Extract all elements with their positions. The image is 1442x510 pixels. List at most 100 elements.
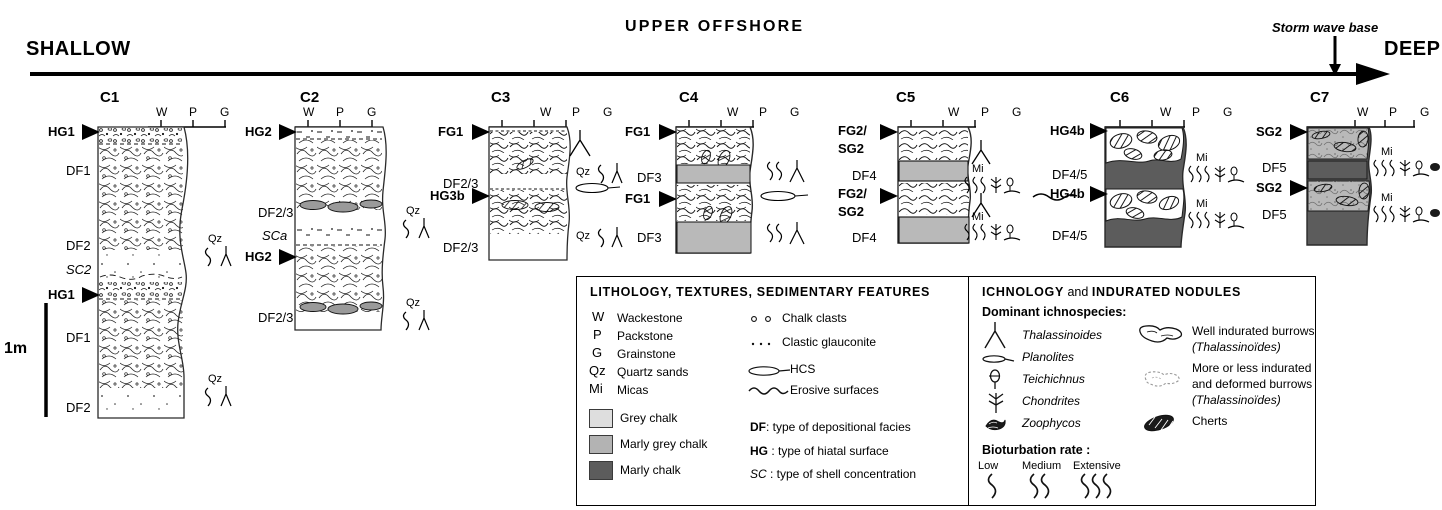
- shallow-deep-gradient-arrow: [30, 63, 1390, 85]
- log-title-c1: C1: [100, 89, 120, 106]
- legend-ichnology-title: ICHNOLOGY and INDURATED NODULES: [982, 285, 1241, 299]
- legend-abbr-code-0: W: [592, 309, 605, 324]
- scale-bar-label: 1m: [4, 340, 28, 357]
- hiatal-marker-c5-top: [880, 124, 898, 140]
- log-column-c2: [294, 126, 387, 331]
- log-label-c7-sg2-top: SG2: [1256, 124, 1283, 139]
- zoophycos-icon: [985, 419, 1006, 431]
- annotation-icons-c4-1: [766, 160, 805, 183]
- log-label-c2-sca: SCa: [262, 228, 288, 243]
- legend-swatch-marly-chalk: [589, 461, 613, 480]
- annotation-icons-c5-2: [964, 223, 1021, 241]
- log-label-c6-df45-top: DF4/5: [1052, 167, 1088, 182]
- legend-ichnology-title-b: INDURATED NODULES: [1091, 285, 1241, 299]
- legend-nodule-label-0-line0: Well indurated burrows: [1192, 324, 1315, 338]
- upper-offshore-label: UPPER OFFSHORE: [625, 18, 805, 35]
- log-label-c5-fg2-top: FG2/: [838, 123, 867, 138]
- legend-swatch-label-marly-chalk: Marly chalk: [620, 463, 681, 477]
- scale-letter-g-c1: G: [220, 105, 230, 119]
- annotation-icon-c5-thal-1: [971, 140, 991, 165]
- annotation-icons-c1-2: [204, 386, 232, 407]
- log-title-c2: C2: [300, 89, 320, 106]
- log-label-c6-hg4b-top: HG4b: [1050, 123, 1085, 138]
- scale-letter-w-c6: W: [1160, 105, 1172, 119]
- log-label-c2-hg2-bot: HG2: [245, 249, 272, 264]
- log-label-c7-df5-bot: DF5: [1262, 207, 1287, 222]
- scale-letter-g-c4: G: [790, 105, 800, 119]
- legend-nodule-label-1-line1: and deformed burrows: [1192, 377, 1313, 391]
- scale-letter-g-c2: G: [367, 105, 377, 119]
- log-column-c1: [97, 126, 189, 419]
- annotation-c2-qz-2: Qz: [406, 297, 421, 309]
- log-label-c1-df1-bot: DF1: [66, 330, 91, 345]
- scale-letter-w-c2: W: [303, 105, 315, 119]
- log-label-c4-fg1-top: FG1: [625, 124, 651, 139]
- annotation-icon-c5-erosive: [1032, 193, 1078, 201]
- annotation-icons-c2-1: [402, 218, 430, 239]
- deep-label: DEEP: [1384, 38, 1441, 60]
- log-label-c1-df2-bot: DF2: [66, 400, 91, 415]
- log-label-c5-df4-top: DF4: [852, 168, 877, 183]
- scale-letter-w-c5: W: [948, 105, 960, 119]
- legend-nodule-label-2-line0: Cherts: [1192, 414, 1228, 428]
- scale-letter-p-c1: P: [189, 105, 198, 119]
- hiatal-marker-c3-top: [472, 124, 490, 140]
- teichichnus-icon: [989, 369, 1001, 389]
- hiatal-marker-c6-top: [1090, 123, 1108, 139]
- legend-lithology-panel: [576, 276, 970, 506]
- hiatal-marker-c4-bot: [659, 191, 677, 207]
- legend-bioturb-label-medium: Medium: [1022, 460, 1062, 472]
- scale-letter-g-c3: G: [603, 105, 613, 119]
- legend-bioturb-label-extensive: Extensive: [1073, 460, 1121, 472]
- legend-code-sc-prefix: SC: [750, 467, 767, 481]
- scale-letter-g-c7: G: [1420, 105, 1430, 119]
- texture-scale-c3: [489, 120, 567, 128]
- annotation-icon-c4-hcs: [760, 190, 809, 202]
- texture-scale-c5: [898, 120, 976, 128]
- chondrites-icon: [988, 393, 1004, 413]
- legend-nodule-label-1-line2: (Thalassinoïdes): [1192, 393, 1281, 407]
- log-label-c3-hg3b: HG3b: [430, 188, 465, 203]
- legend-code-hg: HG : type of hiatal surface: [750, 444, 889, 458]
- scale-letter-p-c5: P: [981, 105, 990, 119]
- legend-ichno-label-1: Planolites: [1022, 350, 1075, 364]
- hiatal-marker-c5-bot: [880, 188, 898, 204]
- scale-letter-w-c1: W: [156, 105, 168, 119]
- thalassinoides-icon: [984, 322, 1006, 349]
- hiatal-marker-c2-top: [279, 124, 297, 140]
- scale-letter-p-c7: P: [1389, 105, 1398, 119]
- annotation-icons-c5-1: [964, 176, 1021, 194]
- legend-ichnology-title-and: and: [1064, 285, 1092, 299]
- log-column-c3: [488, 126, 571, 261]
- bioturb-low-icon: [987, 473, 997, 499]
- hiatal-marker-c2-bot: [279, 249, 297, 265]
- erosive-surface-icon: [748, 387, 789, 395]
- log-title-c6: C6: [1110, 89, 1130, 106]
- log-label-c3-df23-bot: DF2/3: [443, 240, 479, 255]
- well-indurated-burrow-icon: [1139, 325, 1183, 343]
- scale-letter-w-c4: W: [727, 105, 739, 119]
- hiatal-marker-c7-bot: [1290, 180, 1308, 196]
- hiatal-marker-c6-bot: [1090, 186, 1108, 202]
- log-label-c5-sg2-top: SG2: [838, 141, 865, 156]
- legend-ichno-label-3: Chondrites: [1022, 394, 1081, 408]
- legend-swatch-grey-chalk: [589, 409, 613, 428]
- log-label-c5-sg2-bot: SG2: [838, 204, 865, 219]
- log-label-c2-hg2-top: HG2: [245, 124, 272, 139]
- legend-bioturb-label-low: Low: [978, 460, 999, 472]
- legend-abbr-code-4: Mi: [589, 381, 603, 396]
- scale-letter-p-c2: P: [336, 105, 345, 119]
- log-label-c7-df5-top: DF5: [1262, 160, 1287, 175]
- annotation-c6-mi-1: Mi: [1196, 152, 1208, 164]
- legend-code-df: DF: type of depositional facies: [750, 420, 911, 434]
- legend-abbr-code-3: Qz: [589, 363, 606, 378]
- legend-code-hg-prefix: HG: [750, 444, 768, 458]
- legend-bioturbation-title: Bioturbation rate :: [982, 443, 1091, 457]
- annotation-c2-qz-1: Qz: [406, 205, 421, 217]
- legend-abbr-code-2: G: [592, 345, 603, 360]
- log-label-c7-sg2-bot: SG2: [1256, 180, 1283, 195]
- annotation-c3-qz-1: Qz: [576, 166, 591, 178]
- scale-letter-g-c5: G: [1012, 105, 1022, 119]
- annotation-icons-c1-1: [204, 246, 232, 267]
- legend-code-hg-text: : type of hiatal surface: [768, 444, 889, 458]
